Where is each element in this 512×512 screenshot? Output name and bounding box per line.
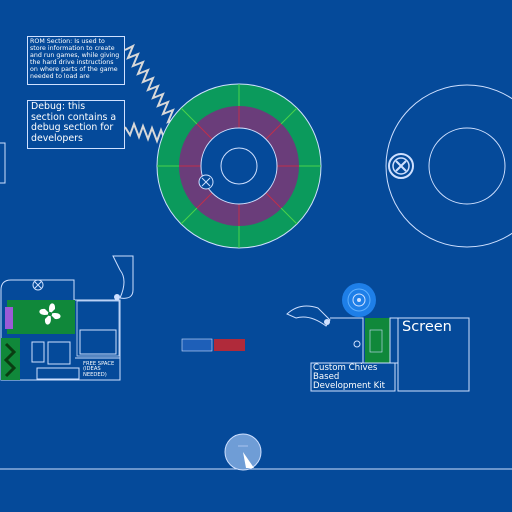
screen-label: Screen bbox=[402, 319, 452, 335]
devkit-cable-plug bbox=[324, 319, 330, 325]
devkit-cable-icon bbox=[286, 305, 331, 327]
free-space-label: FREE SPACE (IDEAS NEEDED) bbox=[83, 361, 115, 378]
disc-screw-icon bbox=[198, 174, 214, 190]
storage-disc bbox=[156, 83, 322, 249]
devkit-board bbox=[330, 317, 399, 364]
chip-red bbox=[214, 339, 245, 351]
devkit-label-box bbox=[310, 362, 396, 392]
dial-icon[interactable] bbox=[224, 433, 262, 471]
close-x-icon[interactable] bbox=[388, 153, 414, 179]
left-cable-icon bbox=[112, 255, 134, 299]
board-screw-icon bbox=[32, 279, 44, 291]
debug-section-note: Debug: this section contains a debug sec… bbox=[27, 100, 125, 149]
screen-frame bbox=[397, 317, 470, 392]
right-disc-outline bbox=[385, 84, 512, 248]
left-cable-plug bbox=[114, 294, 120, 300]
speaker-icon bbox=[342, 283, 376, 317]
offscreen-panel bbox=[0, 142, 6, 184]
devkit-label: Custom Chives Based Development Kit bbox=[313, 363, 385, 392]
fan-icon bbox=[39, 303, 61, 325]
rom-section-note: ROM Section: Is used to store informatio… bbox=[27, 36, 125, 85]
chip-blue bbox=[181, 338, 213, 352]
